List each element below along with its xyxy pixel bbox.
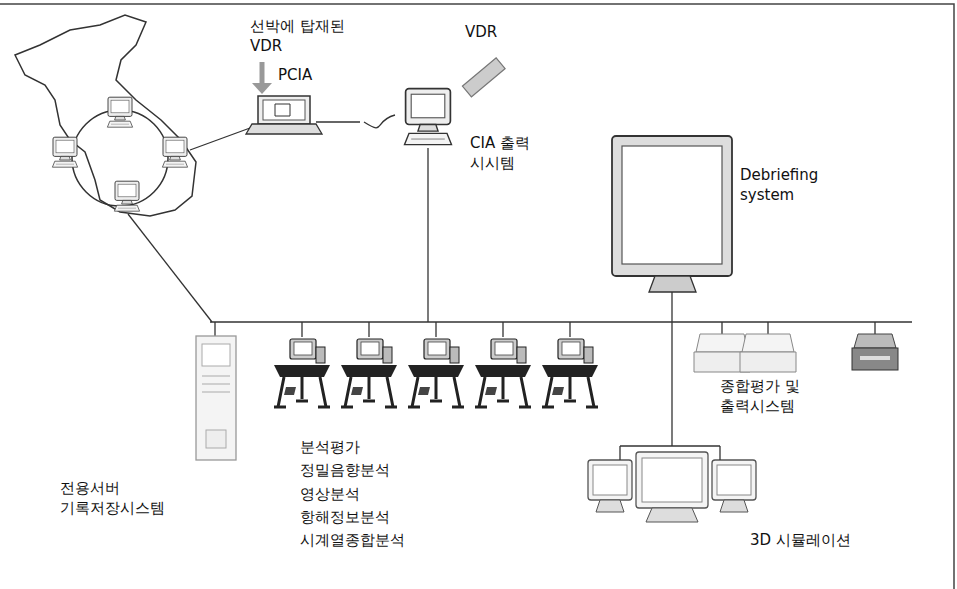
cia-output-system: CIA 출력 시시템 — [395, 85, 565, 185]
network-cable — [364, 115, 395, 128]
node-label: 종합평가 및 출력시스템 — [720, 376, 808, 417]
node-label: 3D 시뮬레이션 — [750, 530, 862, 550]
analysis-workstations: 분석평가 정밀음향분석 영상분석 항해정보분석 시계열종합분석 — [260, 330, 590, 565]
node-label: 선박에 탑재된 VDR — [250, 16, 360, 57]
3d-simulation: 3D 시뮬레이션 — [580, 430, 866, 560]
interface-label: PCIA — [278, 66, 312, 84]
node-label: 전용서버 기록저장시스템 — [60, 478, 200, 519]
node-label: CIA 출력 시시템 — [470, 133, 552, 174]
output-printers: 종합평가 및 출력시스템 — [680, 328, 910, 423]
node-label: VDR — [465, 22, 510, 42]
vdr-device: VDR — [455, 20, 515, 100]
node-label: 분석평가 정밀음향분석 영상분석 항해정보분석 시계열종합분석 — [300, 436, 412, 552]
debriefing-system: Debriefing system — [605, 130, 850, 300]
node-label: Debriefing system — [740, 165, 840, 206]
record-server: 전용서버 기록저장시스템 — [55, 330, 245, 525]
